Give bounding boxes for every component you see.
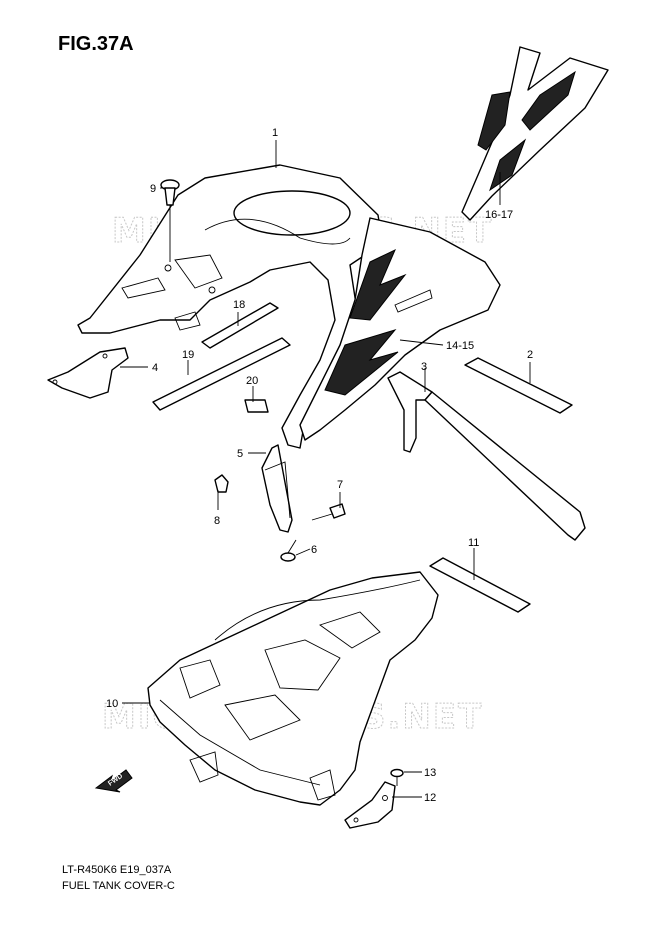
callout-4: 4: [152, 362, 158, 374]
callout-6: 6: [311, 544, 317, 556]
callout-7: 7: [337, 479, 343, 491]
part-10-undercover: [147, 571, 439, 806]
model-code: LT-R450K6 E19_037A: [62, 864, 172, 876]
callout-5: 5: [237, 448, 243, 460]
part-8-clip: [214, 474, 229, 493]
callout-13: 13: [424, 767, 436, 779]
callout-labels: 1 2 3 4 5 6 7 8 9 10 11 12 13 14-15 16-1…: [106, 127, 533, 804]
part-2-strip: [464, 357, 573, 414]
part-7-screw: [311, 503, 346, 521]
callout-12: 12: [424, 792, 436, 804]
part-18-strip: [201, 302, 279, 349]
part-11-strip: [429, 557, 531, 613]
callout-8: 8: [214, 515, 220, 527]
callout-9: 9: [150, 183, 156, 195]
callout-1: 1: [272, 127, 278, 139]
leader-lines: [120, 140, 531, 798]
part-1-fuel-tank-cover: [77, 164, 383, 449]
callout-2: 2: [527, 349, 533, 361]
figure-title: FIG.37A: [58, 33, 134, 55]
part-12-bracket: [344, 781, 396, 829]
part-16-17-decal: [461, 46, 609, 221]
part-5-bracket: [261, 444, 293, 533]
callout-11: 11: [468, 537, 479, 549]
callout-20: 20: [246, 375, 258, 387]
part-14-15-decal-panel: [299, 217, 501, 441]
part-3-long-bar: [387, 371, 586, 541]
callout-10: 10: [106, 698, 118, 710]
figure-caption: FUEL TANK COVER-C: [62, 880, 175, 892]
part-20-pad: [244, 399, 269, 413]
callout-19: 19: [182, 349, 194, 361]
part-4-bracket: [47, 347, 129, 399]
part-9-clip: [160, 179, 180, 262]
part-6-screw: [280, 539, 297, 562]
forward-arrow-icon: FWD: [94, 769, 133, 793]
callout-18: 18: [233, 299, 245, 311]
callout-3: 3: [421, 361, 427, 373]
callout-14-15: 14-15: [446, 340, 474, 352]
part-13-screw: [390, 768, 404, 786]
callout-16-17: 16-17: [485, 209, 513, 221]
part-19-strip: [152, 337, 291, 411]
